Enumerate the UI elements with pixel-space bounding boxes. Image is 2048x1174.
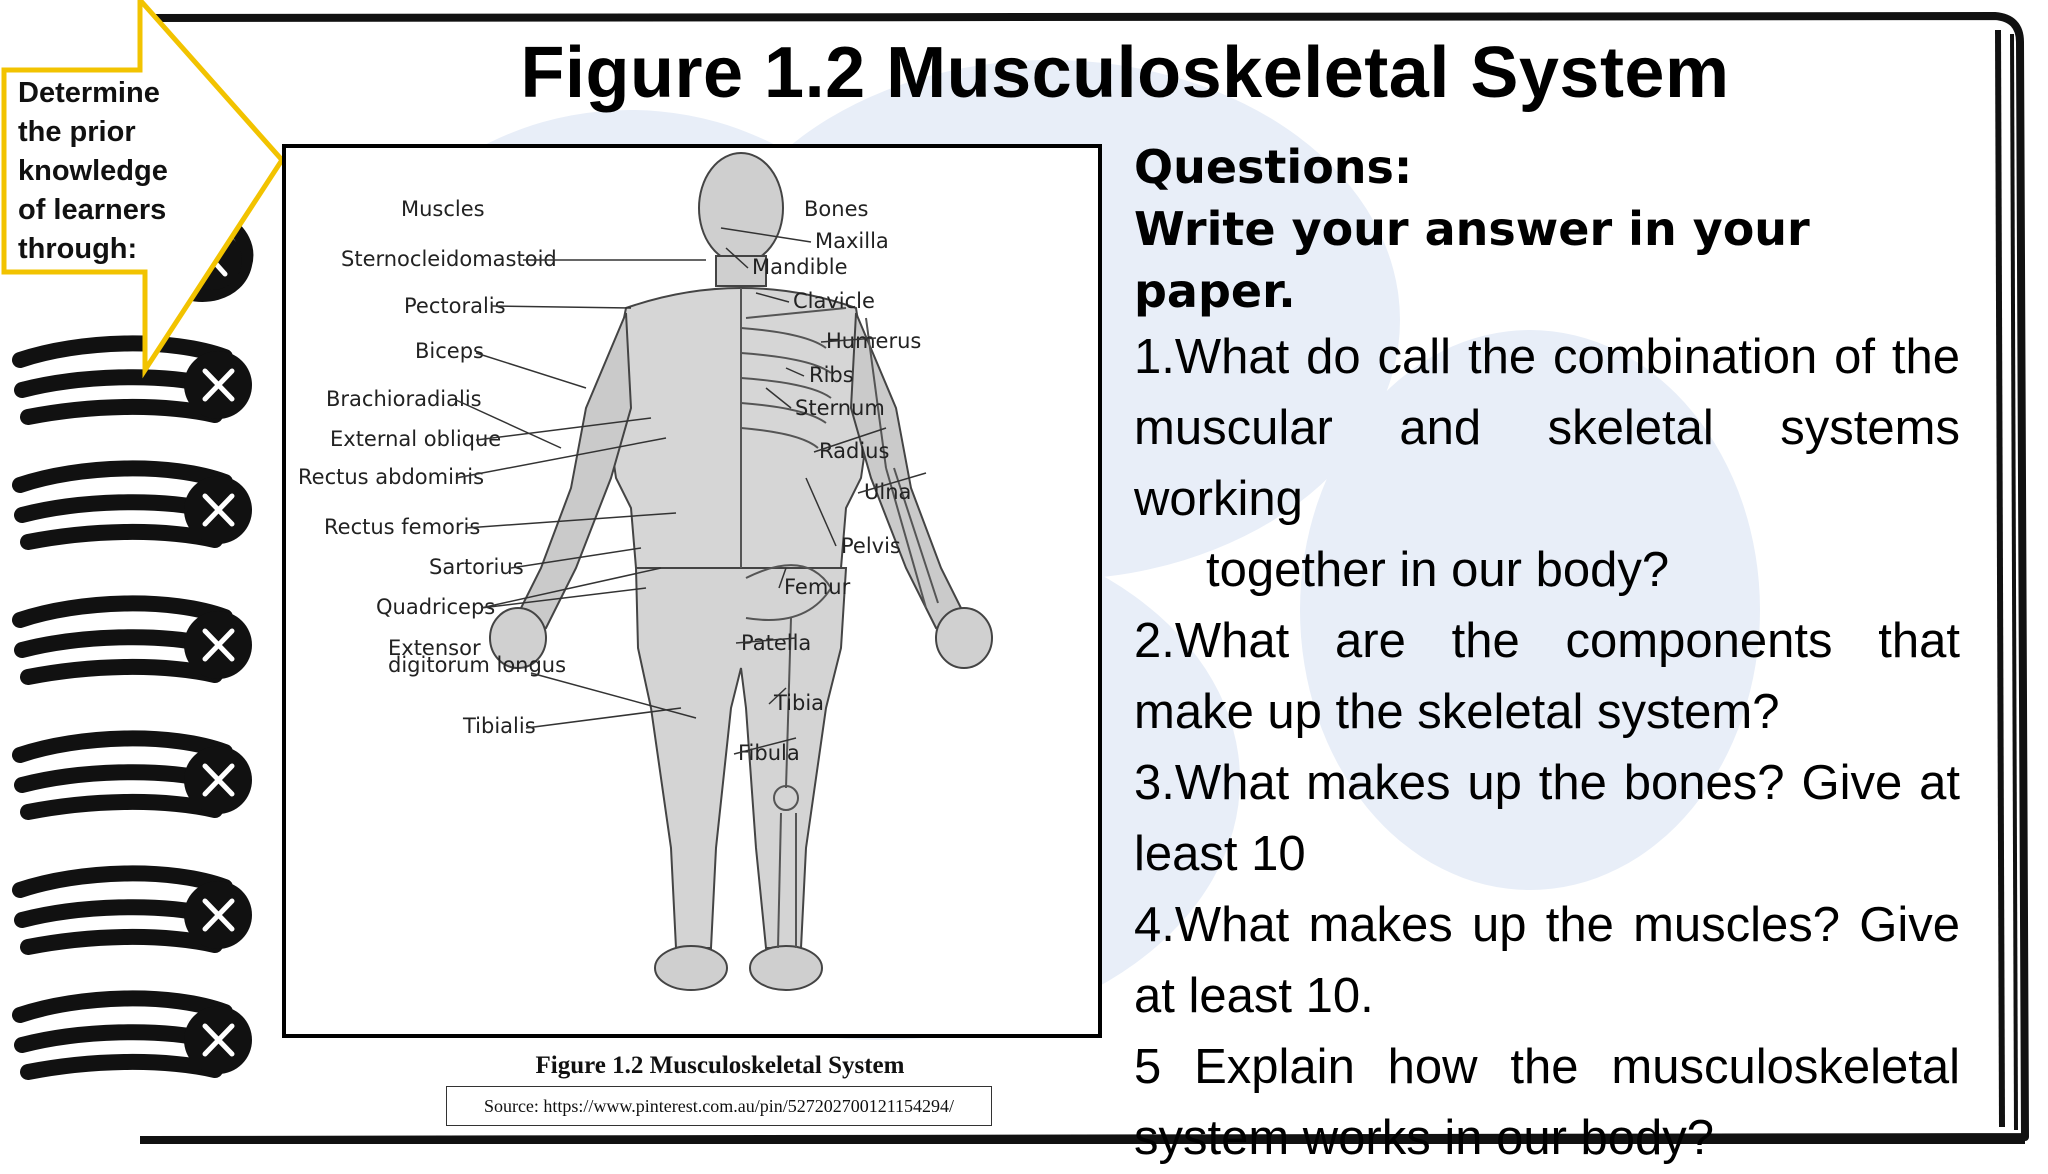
label-pectoralis: Pectoralis — [404, 294, 506, 318]
label-brachioradialis: Brachioradialis — [326, 387, 482, 411]
label-extensor: Extensor — [388, 636, 481, 660]
muscle-labels: Sternocleidomastoid Pectoralis Biceps Br… — [298, 247, 566, 738]
questions-panel: Questions: Write your answer in your pap… — [1134, 136, 1960, 1174]
anatomy-diagram: Muscles Bones Sternocleidomastoid Pector… — [298, 152, 993, 991]
label-sartorius: Sartorius — [429, 555, 524, 579]
question-3: 3.What makes up the bones? Give at least… — [1134, 756, 1960, 881]
label-rectus-abdominis: Rectus abdominis — [298, 465, 484, 489]
callout-line: knowledge — [18, 155, 168, 187]
label-maxilla: Maxilla — [815, 229, 889, 253]
label-digitorum-longus: digitorum longus — [388, 653, 566, 677]
label-biceps: Biceps — [415, 339, 484, 363]
body-silhouette — [489, 152, 993, 991]
label-rectus-femoris: Rectus femoris — [324, 515, 480, 539]
muscles-header: Muscles — [401, 197, 485, 221]
callout-line: of learners — [18, 194, 167, 226]
leader-lines — [455, 227, 927, 755]
callout-line: through: — [18, 233, 138, 265]
notebook-frame — [140, 12, 2029, 1144]
label-clavicle: Clavicle — [793, 289, 875, 313]
question-2: 2.What are the components that make up t… — [1134, 614, 1960, 739]
callout-box — [1, 0, 286, 379]
background-blob — [1300, 330, 1760, 890]
anatomy-figure: Muscles Bones Sternocleidomastoid Pector… — [282, 144, 1102, 1038]
page-title: Figure 1.2 Musculoskeletal System — [520, 33, 1730, 113]
label-radius: Radius — [819, 439, 889, 463]
questions-instruction: Write your answer in your paper. — [1134, 202, 1810, 318]
label-sternocleidomastoid: Sternocleidomastoid — [341, 247, 557, 271]
callout-line: Determine — [18, 77, 160, 109]
question-4: 4.What makes up the muscles? Give at lea… — [1134, 898, 1960, 1023]
label-tibia: Tibia — [773, 691, 824, 715]
label-sternum: Sternum — [795, 396, 885, 420]
label-patella: Patella — [741, 631, 811, 655]
label-ribs: Ribs — [809, 363, 854, 387]
label-pelvis: Pelvis — [841, 534, 901, 558]
label-femur: Femur — [784, 575, 851, 599]
question-5: 5 Explain how the musculoskeletal system… — [1134, 1040, 1960, 1165]
label-tibialis: Tibialis — [462, 714, 536, 738]
question-1: 1.What do call the combination of the mu… — [1134, 330, 1960, 526]
question-1-continued: together in our body? — [1206, 543, 1670, 597]
label-external-oblique: External oblique — [330, 427, 501, 451]
figure-source: Source: https://www.pinterest.com.au/pin… — [446, 1086, 992, 1126]
label-mandible: Mandible — [752, 255, 848, 279]
callout-text: Determine the prior knowledge of learner… — [18, 74, 198, 269]
figure-caption: Figure 1.2 Musculoskeletal System — [535, 1052, 905, 1079]
callout-line: the prior — [18, 116, 136, 148]
questions-heading: Questions: — [1134, 140, 1413, 194]
bones-header: Bones — [804, 197, 868, 221]
label-quadriceps: Quadriceps — [376, 595, 495, 619]
